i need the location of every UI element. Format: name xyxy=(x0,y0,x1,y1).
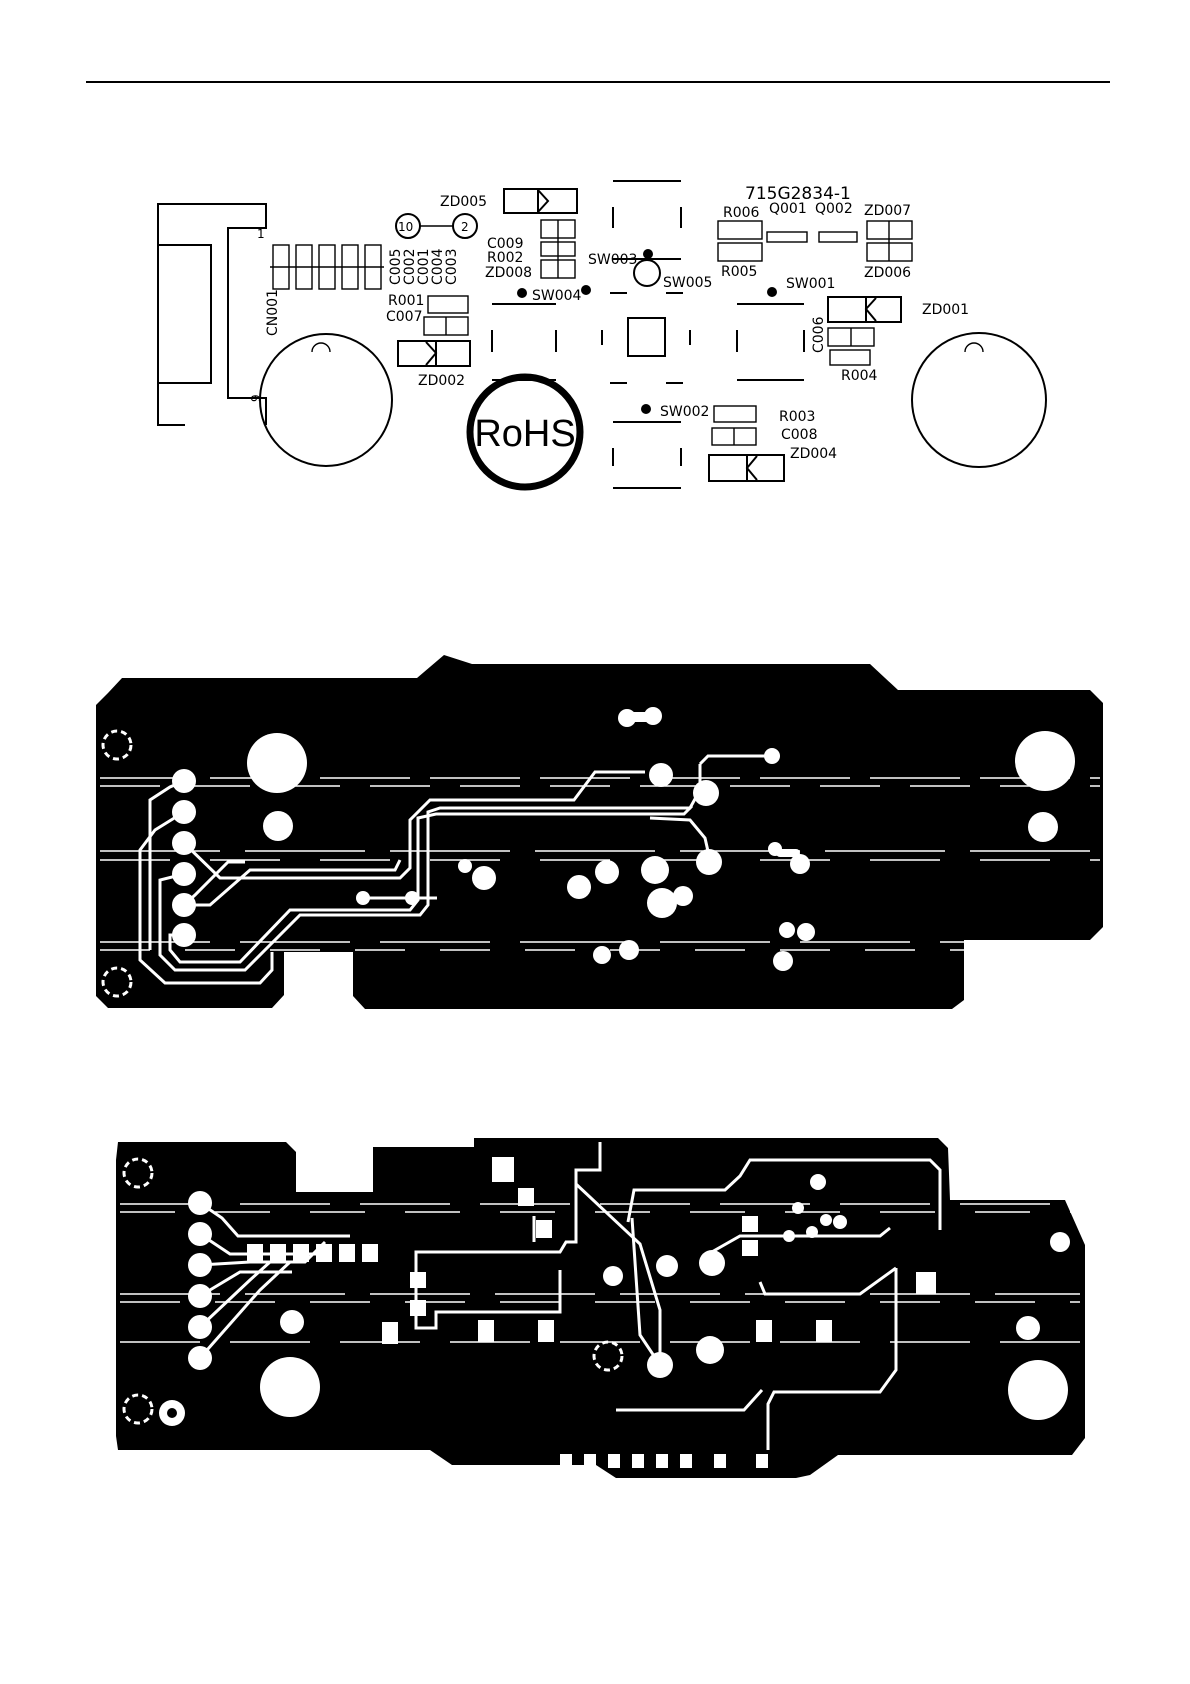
label-sw002: SW002 xyxy=(660,404,709,420)
label-r002: R002 xyxy=(487,250,523,266)
sw001-outline xyxy=(737,304,804,380)
sw005-ring xyxy=(634,260,660,286)
test-point-2-label: 2 xyxy=(461,220,469,234)
label-q001: Q001 xyxy=(769,201,807,217)
zd002-body xyxy=(398,341,470,366)
sw002-outline xyxy=(613,422,681,488)
label-sw001: SW001 xyxy=(786,276,835,292)
label-zd002: ZD002 xyxy=(418,373,465,389)
label-zd004: ZD004 xyxy=(790,446,837,462)
copper-bottom-layer xyxy=(116,1138,1085,1478)
label-zd007: ZD007 xyxy=(864,203,911,219)
label-c006: C006 xyxy=(811,316,827,353)
label-c007: C007 xyxy=(386,309,423,325)
silkscreen-layout: 1 9 CN001 C005 C002 C001 C004 C003 10 2 xyxy=(158,181,1046,488)
label-r003: R003 xyxy=(779,409,815,425)
test-point-10-label: 10 xyxy=(398,220,413,234)
label-q002: Q002 xyxy=(815,201,853,217)
cn001-inner xyxy=(158,245,211,383)
label-r001: R001 xyxy=(388,293,424,309)
label-r004: R004 xyxy=(841,368,878,384)
label-r005: R005 xyxy=(721,264,757,280)
label-r006: R006 xyxy=(723,205,760,221)
sw004-outline xyxy=(492,304,556,380)
label-sw003: SW003 xyxy=(588,252,637,268)
sw005-body xyxy=(628,318,665,356)
zd001-body xyxy=(828,297,901,322)
mount-hole-left-mark xyxy=(312,343,330,352)
mount-hole-right-mark xyxy=(965,343,983,352)
label-zd005: ZD005 xyxy=(440,194,487,210)
label-zd006: ZD006 xyxy=(864,265,911,281)
sw003-outline xyxy=(613,181,681,259)
capacitor-array xyxy=(270,245,384,289)
label-c008: C008 xyxy=(781,427,818,443)
label-zd001: ZD001 xyxy=(922,302,969,318)
label-c003: C003 xyxy=(444,249,460,286)
mount-hole-left xyxy=(260,334,392,466)
mount-hole-right xyxy=(912,333,1046,467)
copper-top-layer xyxy=(96,655,1103,1009)
label-zd008: ZD008 xyxy=(485,265,532,281)
label-sw004: SW004 xyxy=(532,288,582,304)
rohs-text: RoHS xyxy=(474,413,575,455)
pin-one-mark: 1 xyxy=(257,227,265,241)
label-cn001: CN001 xyxy=(265,289,281,336)
label-sw005: SW005 xyxy=(663,275,712,291)
